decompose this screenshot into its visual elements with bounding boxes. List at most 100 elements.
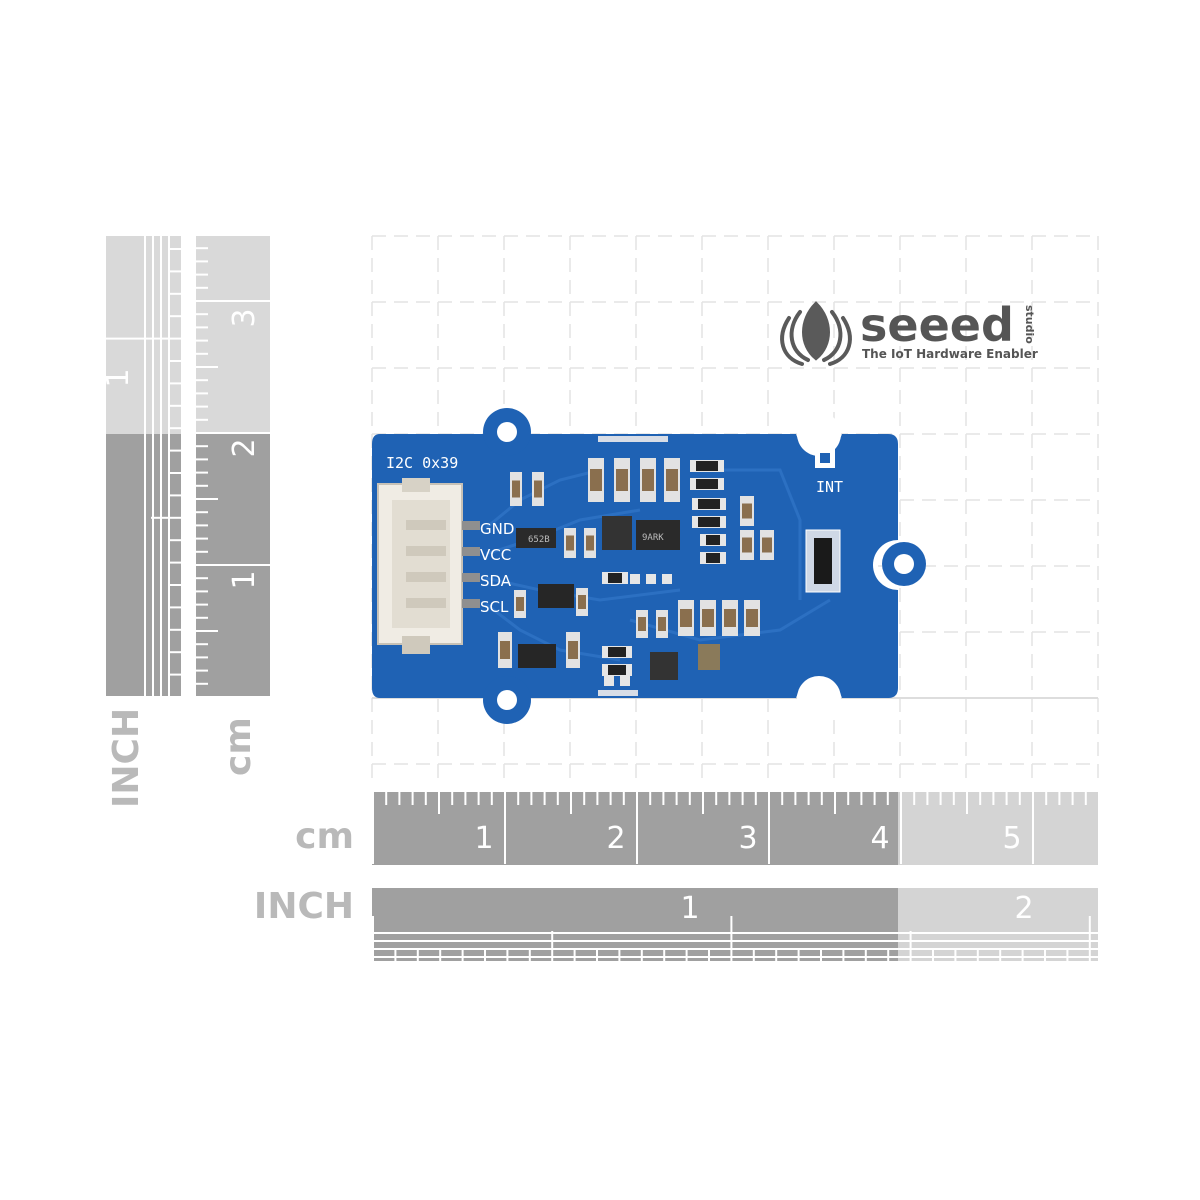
- cm-tick: [196, 300, 270, 302]
- mount-hole: [497, 690, 517, 710]
- cm-tick: [196, 603, 208, 606]
- inch-tick: [909, 931, 912, 961]
- inch-tick: [169, 539, 181, 542]
- pin-label-sda: SDA: [480, 572, 512, 590]
- resistor-body: [706, 553, 720, 563]
- resistor-body: [698, 499, 720, 509]
- cm-tick: [196, 286, 208, 289]
- cm-tick: [979, 792, 982, 805]
- mount-hole: [497, 422, 517, 442]
- inch-tick: [976, 949, 979, 961]
- cm-tick: [820, 792, 823, 805]
- inch-tick: [752, 949, 755, 961]
- cm-tick: [754, 792, 757, 805]
- capacitor-body: [680, 609, 692, 627]
- cm-tick-label-4: 4: [870, 821, 889, 856]
- cm-tick: [196, 498, 218, 500]
- cm-tick: [451, 792, 454, 805]
- capacitor-body: [586, 535, 594, 551]
- cm-tick: [196, 247, 208, 250]
- cm-tick: [847, 792, 850, 805]
- inch-tick: [169, 270, 181, 273]
- cm-tick: [662, 792, 665, 805]
- inch-tick: [484, 949, 486, 961]
- seeed-logo: seeed studio The IoT Hardware Enabler: [780, 298, 1038, 366]
- cm-tick: [649, 792, 652, 805]
- solder-pad: [630, 574, 640, 584]
- cm-tick: [952, 792, 955, 805]
- capacitor-body: [742, 503, 752, 519]
- horizontal-inch-ruler: 1 2: [372, 888, 1098, 961]
- cm-tick: [196, 326, 208, 329]
- inductor: [602, 516, 632, 550]
- inch-tick: [151, 516, 181, 519]
- cm-tick: [675, 792, 678, 805]
- cm-tick: [196, 273, 208, 276]
- inch-tick: [775, 949, 778, 961]
- inch-tick-row: [372, 940, 1098, 942]
- cm-tick: [609, 792, 612, 805]
- cm-tick: [860, 792, 863, 805]
- inch-tick: [842, 949, 845, 961]
- cm-tick: [622, 792, 625, 805]
- resistor-body: [608, 647, 626, 657]
- solder-pad: [620, 676, 630, 686]
- inch-tick: [640, 949, 643, 961]
- cm-tick: [196, 260, 208, 263]
- inch-tick: [730, 916, 733, 961]
- cm-tick: [913, 792, 916, 805]
- cm-tick: [794, 792, 797, 805]
- cm-tick: [477, 792, 480, 805]
- solder-pad: [662, 574, 672, 584]
- cm-tick: [196, 537, 208, 540]
- cm-tick: [1071, 792, 1074, 805]
- seeed-leaf-icon: [780, 301, 852, 366]
- inch-tick: [954, 949, 957, 961]
- inch-tick: [999, 949, 1002, 961]
- cm-tick: [966, 792, 968, 814]
- inch-tick: [573, 949, 576, 961]
- cm-tick: [196, 682, 208, 685]
- capacitor-body: [702, 609, 714, 627]
- grove-connector: [377, 478, 480, 654]
- cm-tick: [464, 792, 467, 805]
- brand-tagline: The IoT Hardware Enabler: [862, 347, 1038, 361]
- inch-tick-column: [160, 236, 162, 696]
- inch-tick: [169, 449, 181, 452]
- inch-tick-row: [372, 956, 1098, 958]
- vertical-inch-ticks: [106, 236, 181, 698]
- capacitor-body: [578, 595, 586, 609]
- solder-pad: [604, 676, 614, 686]
- pin-label-scl: SCL: [480, 598, 509, 616]
- capacitor-body: [742, 537, 752, 553]
- cm-tick: [1045, 792, 1048, 805]
- capacitor-body: [566, 535, 574, 551]
- inch-tick-column: [168, 236, 170, 696]
- cm-tick: [385, 792, 388, 805]
- capacitor-body: [616, 469, 628, 491]
- cm-tick: [196, 432, 270, 434]
- capacitor-body: [638, 617, 646, 631]
- capacitor-body: [512, 480, 520, 498]
- cm-tick: [196, 550, 208, 553]
- vertical-inch-tick-label: 1: [101, 368, 136, 387]
- pin-label-vcc: VCC: [480, 546, 511, 564]
- inch-tick-row: [372, 948, 1098, 950]
- cm-tick: [196, 630, 218, 632]
- cm-tick: [834, 792, 836, 814]
- vertical-cm-ticks: [196, 234, 270, 698]
- capacitor-body: [590, 469, 602, 491]
- inch-tick: [864, 949, 867, 961]
- capacitor-body: [500, 641, 510, 659]
- capacitor-body: [516, 597, 524, 611]
- cm-tick: [596, 792, 599, 805]
- capacitor-body: [658, 617, 666, 631]
- vertical-cm-tick-label-3: 3: [227, 308, 262, 327]
- int-label: INT: [816, 478, 843, 496]
- resistor-body: [706, 535, 720, 545]
- cm-tick: [372, 792, 374, 864]
- inch-tick: [551, 931, 554, 961]
- cm-tick: [886, 792, 889, 805]
- inch-tick: [1044, 949, 1046, 961]
- cm-tick-label-2: 2: [606, 821, 625, 856]
